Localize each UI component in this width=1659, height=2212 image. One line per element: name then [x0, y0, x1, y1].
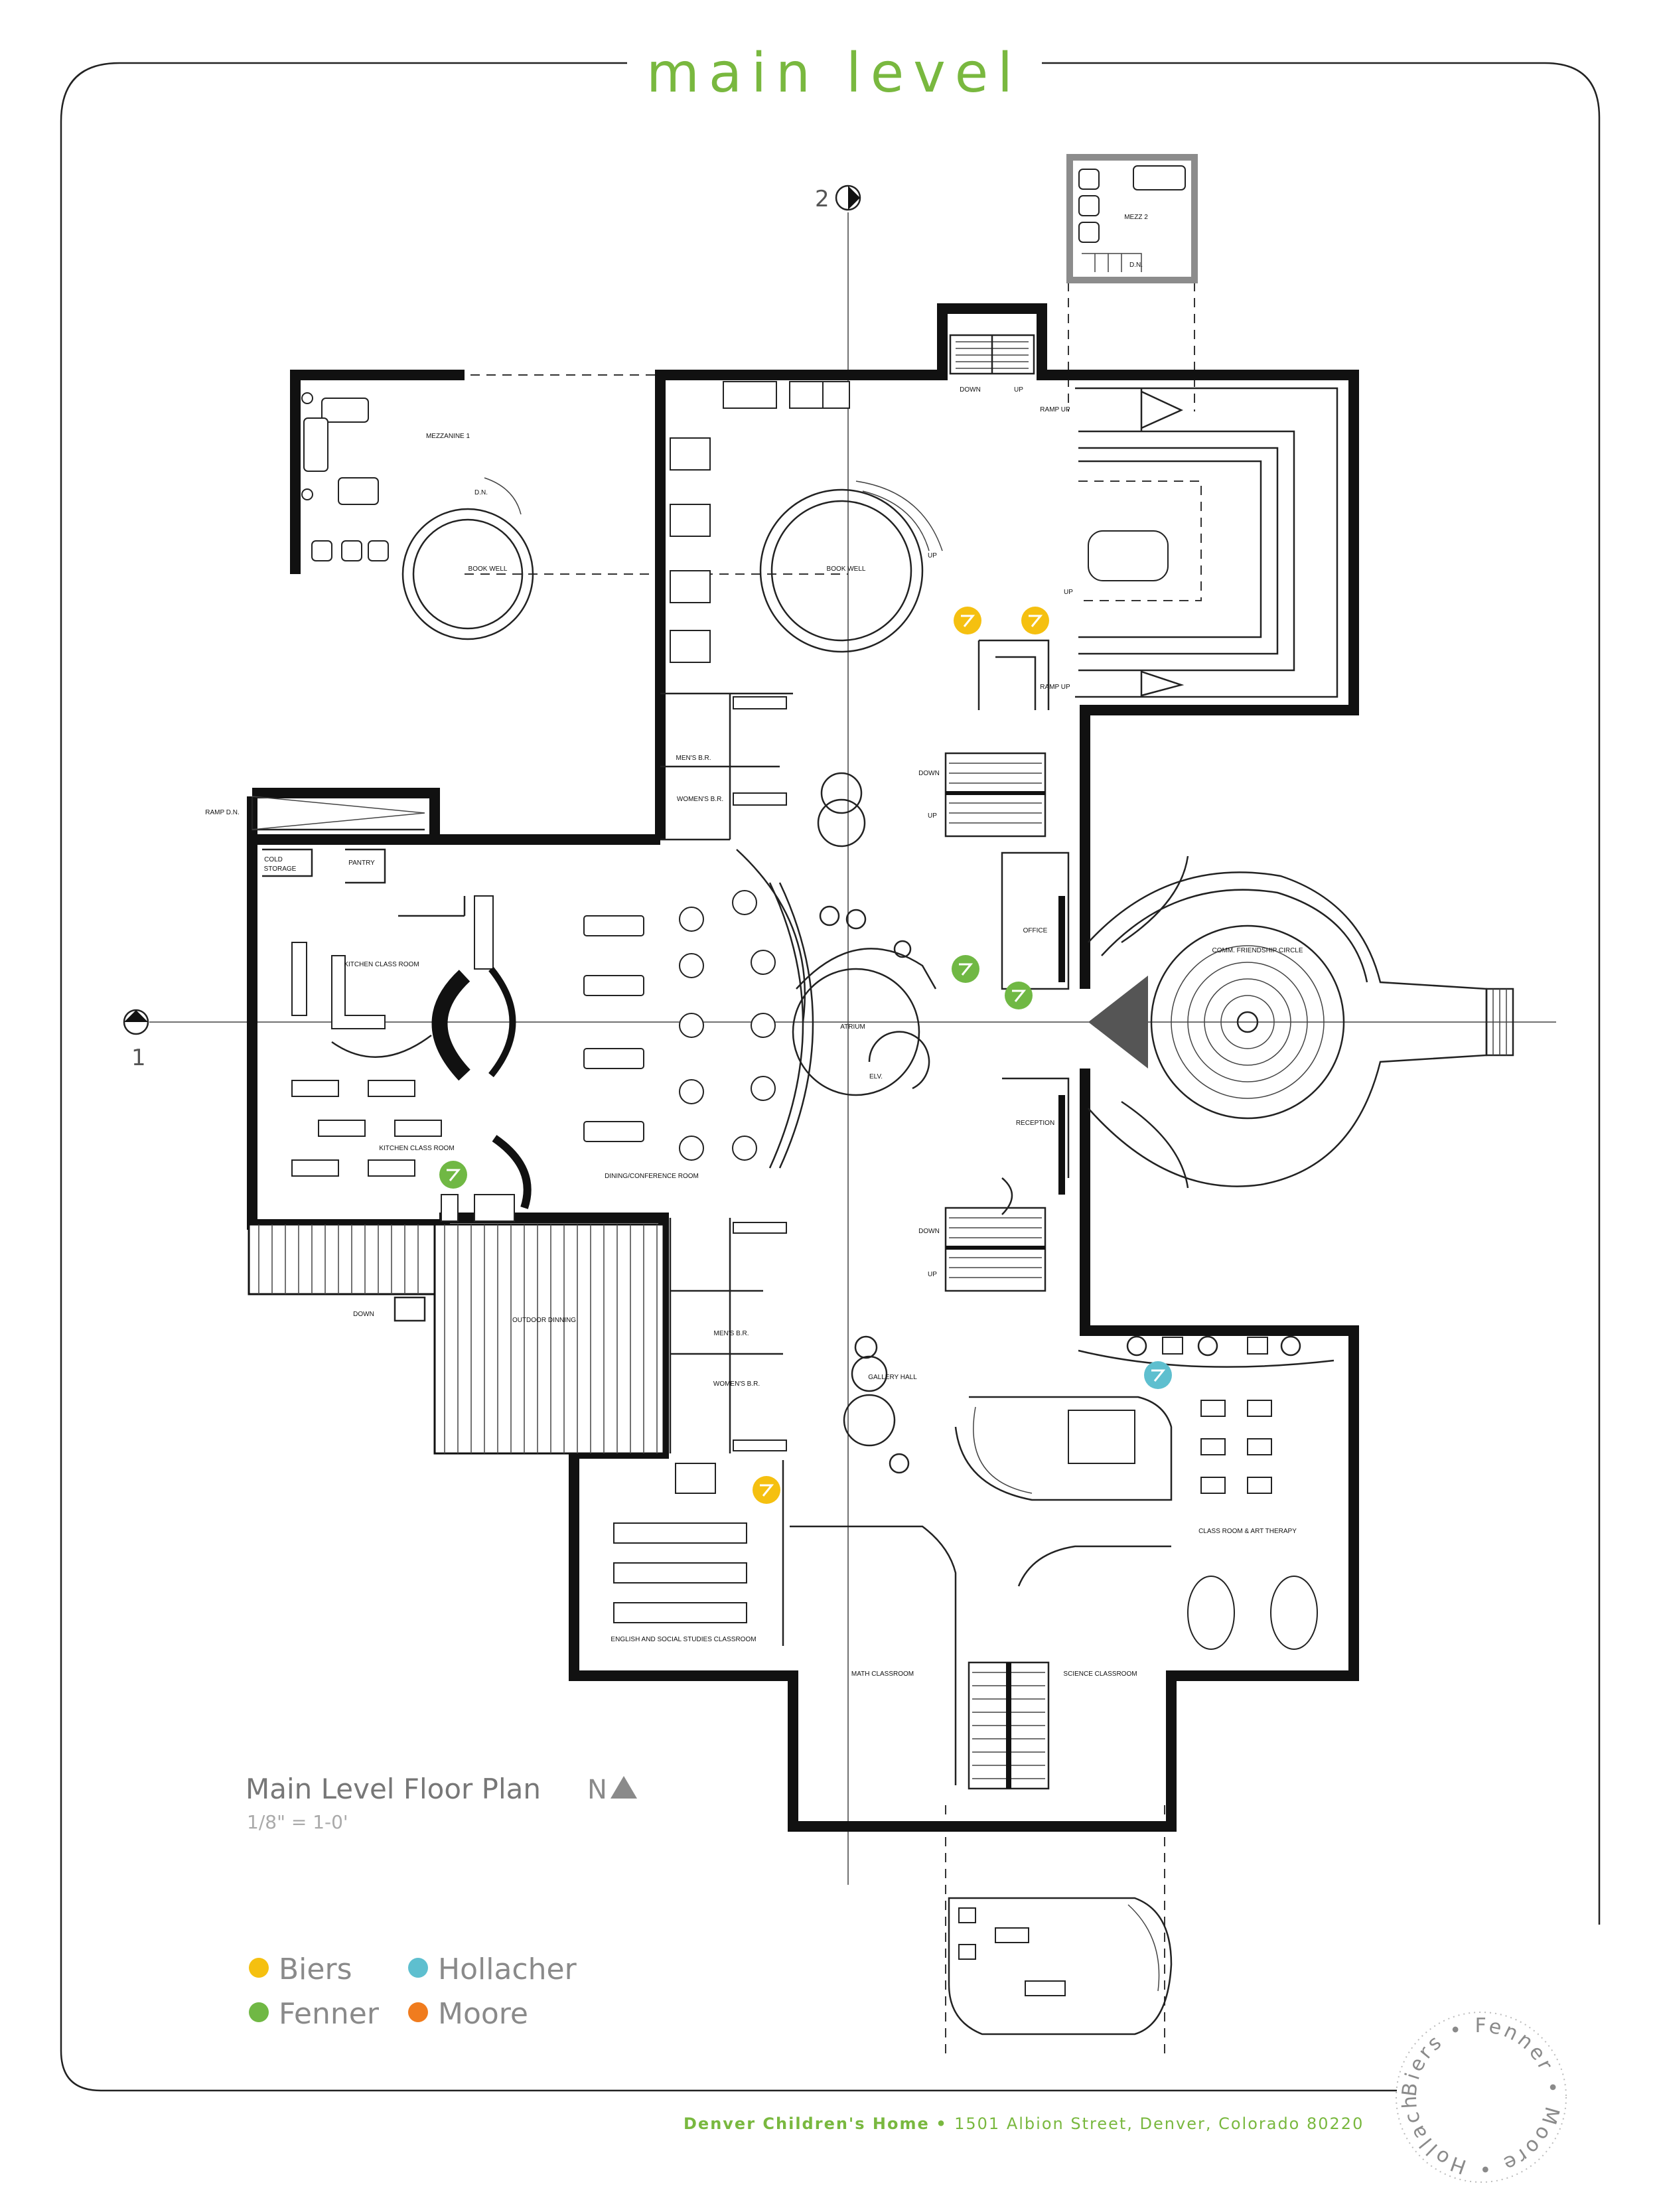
english-classroom-label: ENGLISH AND SOCIAL STUDIES CLASSROOM — [611, 1636, 756, 1643]
north-arrow-icon — [611, 1776, 637, 1799]
view-marker-biers — [753, 1476, 780, 1504]
kitchen-tables — [291, 1080, 442, 1177]
atrium-label: ATRIUM — [840, 1023, 865, 1031]
dining-tables — [583, 890, 776, 1161]
plan-scale: 1/8" = 1-0' — [247, 1811, 348, 1833]
legend: Biers Hollacher Fenner Moore — [249, 1953, 577, 2031]
reception-label: RECEPTION — [1016, 1120, 1054, 1127]
grid-marker-1: 1 — [123, 1009, 149, 1071]
cold-storage-label-2: STORAGE — [264, 865, 297, 873]
mezz-2-label: MEZZ 2 — [1124, 214, 1148, 221]
legend-label-biers: Biers — [279, 1953, 352, 1986]
legend-label-fenner: Fenner — [279, 1997, 380, 2031]
up-low-label: UP — [928, 1271, 937, 1278]
view-marker-biers — [1021, 607, 1049, 634]
cold-storage-label-1: COLD — [264, 856, 283, 863]
legend-dot-moore — [408, 2002, 428, 2022]
view-marker-fenner — [1005, 982, 1033, 1009]
seal-name-2: Fenner — [1475, 2014, 1557, 2076]
seal-name-4: Hollacher — [0, 0, 1467, 2178]
grid-marker-2-label: 2 — [815, 186, 830, 212]
mezzanine-1-dn-label: D.N. — [474, 489, 488, 496]
middle-stair-top — [944, 752, 1046, 838]
middle-stair-bottom — [944, 1207, 1046, 1292]
elevator-label: ELV. — [869, 1073, 883, 1080]
footer-street: 1501 Albion Street, Denver, Colorado 802… — [954, 2114, 1364, 2133]
down-outdoor-label: DOWN — [353, 1311, 374, 1318]
north-label: N — [587, 1775, 607, 1805]
view-marker-hollacher — [1144, 1361, 1172, 1389]
dining-conference-label: DINING/CONFERENCE ROOM — [605, 1173, 699, 1180]
comm-friendship-circle-label: COMM. FRIENDSHIP CIRCLE — [1212, 947, 1303, 954]
ramp-dn-label: RAMP D.N. — [205, 809, 240, 816]
lower-inset — [948, 1897, 1173, 2035]
view-marker-fenner — [952, 955, 979, 983]
atrium — [792, 772, 937, 1096]
plan-title: Main Level Floor Plan — [246, 1773, 541, 1805]
grid-marker-2: 2 — [815, 184, 861, 212]
footer-org: Denver Children's Home — [684, 2114, 930, 2133]
legend-dot-fenner — [249, 2002, 269, 2022]
outdoor-dining-label: OUTDOOR DINNING — [512, 1317, 576, 1324]
footer-address: Denver Children's Home • 1501 Albion Str… — [684, 2114, 1364, 2133]
kitchen-counter-arc — [431, 970, 470, 1081]
kitchen-class-room-label-2: KITCHEN CLASS ROOM — [379, 1145, 454, 1152]
ramp-up-top-label: RAMP UP — [1040, 406, 1070, 413]
up-ramp-label: UP — [1064, 589, 1073, 596]
grid-marker-1-label: 1 — [131, 1045, 146, 1071]
legend-label-hollacher: Hollacher — [438, 1953, 577, 1986]
down-label-top: DOWN — [960, 386, 981, 394]
sheet-border — [60, 62, 1397, 2092]
view-marker-biers — [954, 607, 981, 634]
gallery-hall-label: GALLERY HALL — [868, 1374, 917, 1381]
mens-restroom-bottom-label: MEN'S B.R. — [713, 1330, 749, 1337]
down-mid-label: DOWN — [918, 770, 940, 777]
ramp-up-bottom-label: RAMP UP — [1040, 684, 1070, 691]
seal-name-1: Biers — [1398, 2029, 1447, 2098]
womens-restroom-top-label: WOMEN'S B.R. — [677, 796, 723, 803]
down-low-label: DOWN — [918, 1228, 940, 1235]
mezzanine-1: MEZZANINE 1 D.N. BOOK WELL — [290, 370, 534, 640]
mezzanine-1-label: MEZZANINE 1 — [426, 433, 470, 440]
up-label-top: UP — [1014, 386, 1023, 394]
outdoor-dining-deck — [248, 1223, 665, 1455]
book-well-main — [759, 480, 943, 653]
book-well-main-label: BOOK WELL — [827, 565, 866, 573]
view-marker-fenner — [439, 1161, 467, 1189]
legend-dot-biers — [249, 1958, 269, 1978]
seal-logo: Biers • Fenner • Moore • Hollacher — [0, 0, 1567, 2183]
womens-restroom-bottom-label: WOMEN'S B.R. — [713, 1380, 760, 1388]
office-label: OFFICE — [1023, 927, 1048, 934]
svg-text:Biers • Fenner • Moore • Holla: Biers • Fenner • Moore • Hollacher — [0, 0, 1561, 2180]
legend-dot-hollacher — [408, 1958, 428, 1978]
science-classroom-label: SCIENCE CLASSROOM — [1063, 1670, 1137, 1678]
up-bookwell-label: UP — [928, 552, 937, 559]
pantry-label: PANTRY — [348, 859, 375, 867]
top-stair — [949, 334, 1035, 375]
mezz-2-dn-label: D.N. — [1129, 261, 1143, 269]
art-therapy-label: CLASS ROOM & ART THERAPY — [1198, 1528, 1297, 1535]
art-therapy-tables — [1068, 1400, 1318, 1650]
community-friendship-circle — [1088, 855, 1514, 1189]
book-well-left-label: BOOK WELL — [469, 565, 508, 573]
english-classroom-desks — [613, 1463, 747, 1623]
lower-stair — [968, 1661, 1050, 1790]
building-outer-wall — [247, 303, 1359, 1832]
up-mid-label: UP — [928, 812, 937, 820]
reading-desks — [670, 381, 850, 663]
kitchen-class-room-label-1: KITCHEN CLASS ROOM — [344, 961, 419, 968]
mens-restroom-top-label: MEN'S B.R. — [676, 755, 711, 762]
page-title: main level — [646, 42, 1022, 105]
math-classroom-label: MATH CLASSROOM — [851, 1670, 914, 1678]
legend-label-moore: Moore — [438, 1997, 528, 2031]
sheet-border-right — [1042, 62, 1601, 1925]
